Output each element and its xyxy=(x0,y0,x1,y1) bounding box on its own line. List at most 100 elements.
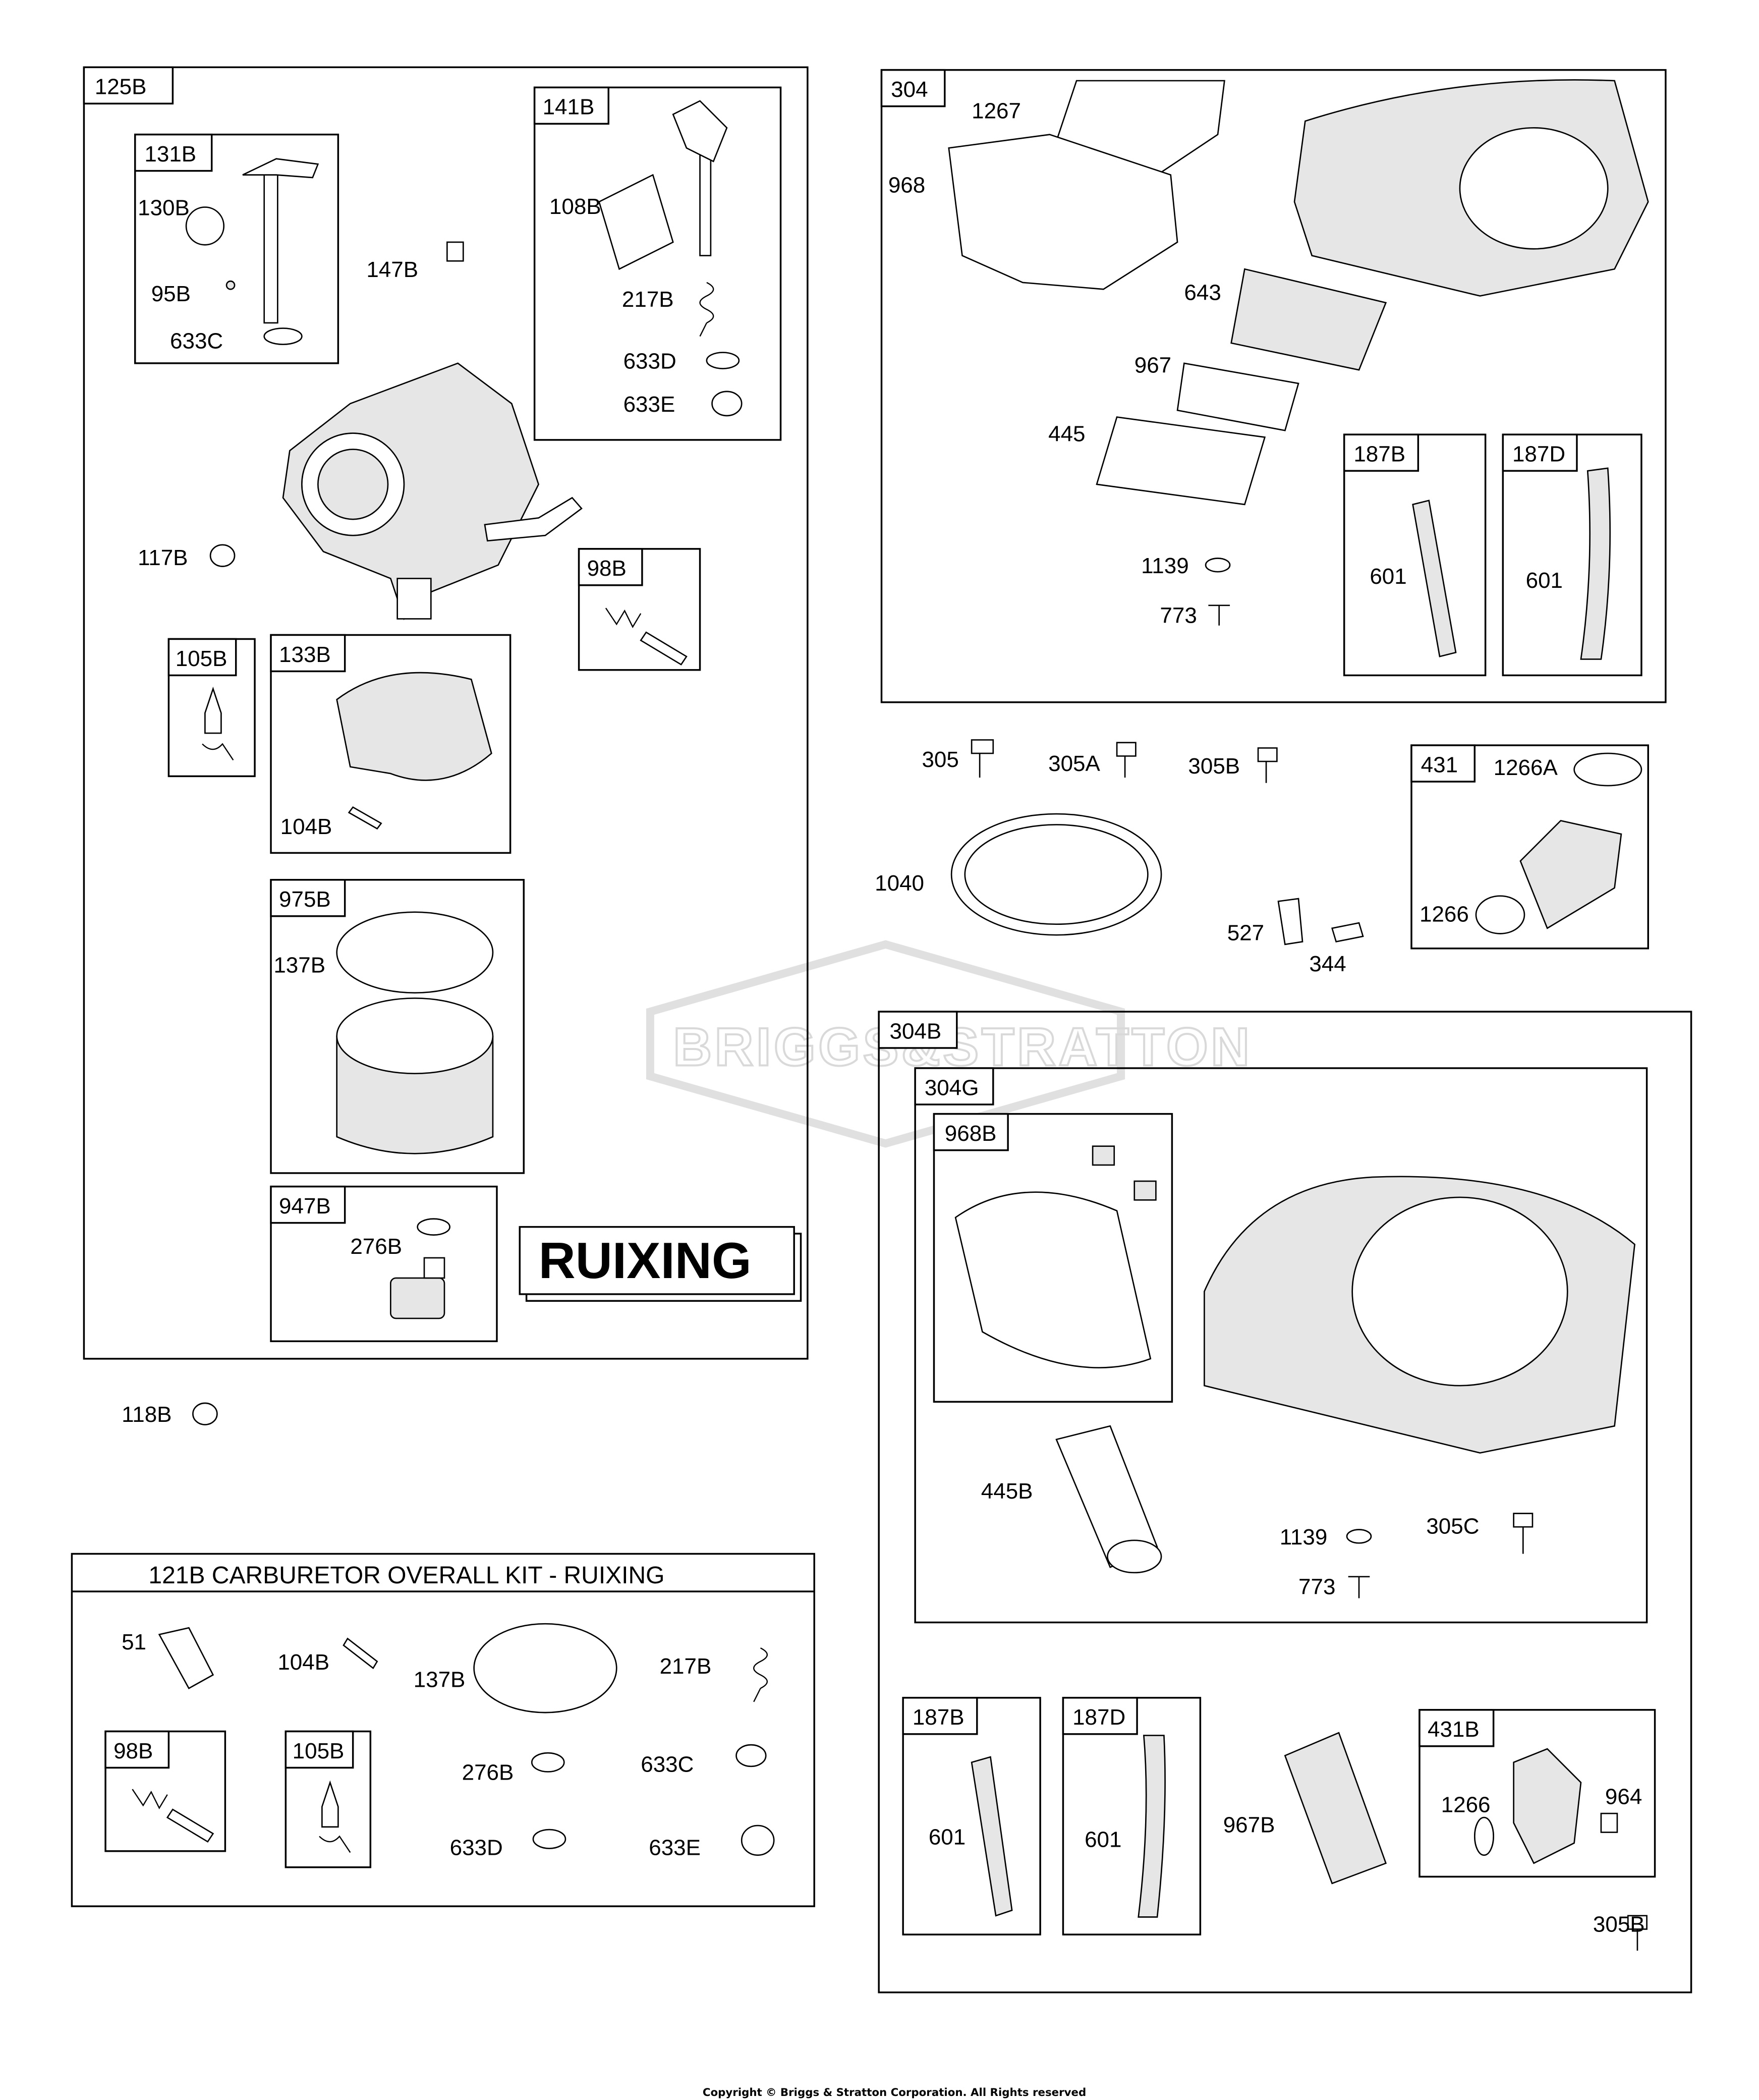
group-131B: 131B 130B 95B 633C xyxy=(134,133,339,364)
group-label: 187D xyxy=(1512,442,1565,467)
screw-part xyxy=(640,631,688,666)
callout-label: 968 xyxy=(888,173,925,197)
callout-label: 1266A xyxy=(1494,755,1558,780)
bushing-part xyxy=(735,1744,767,1767)
screw-part xyxy=(1208,604,1230,626)
callout-label: 445B xyxy=(981,1479,1033,1504)
group-label: 431 xyxy=(1421,752,1458,777)
group-label: 968B xyxy=(945,1121,997,1146)
needle-part xyxy=(204,686,222,734)
callout-label: 633D xyxy=(450,1836,503,1860)
group-304: 304 1267 968 643 967 445 1139 773 xyxy=(880,69,1667,703)
group-label: 187D xyxy=(1072,1705,1125,1730)
group-label: 133B xyxy=(279,642,331,667)
callout-label: 1139 xyxy=(1280,1525,1328,1550)
group-label: 98B xyxy=(114,1739,153,1763)
clip-part xyxy=(1092,1145,1115,1166)
screw-part xyxy=(166,1808,214,1843)
callout-label: 527 xyxy=(1227,921,1264,946)
callout-label: 601 xyxy=(929,1825,966,1849)
plug-part xyxy=(192,1402,218,1425)
callout-label: 773 xyxy=(1160,603,1197,628)
o-ring-part xyxy=(473,1623,617,1714)
group-187D: 187D 601 xyxy=(1502,433,1642,677)
callout-label: 137B xyxy=(273,953,325,978)
o-ring-part xyxy=(1573,752,1642,787)
group-187B: 187B 601 xyxy=(1343,433,1487,677)
callout-label: 51 xyxy=(122,1630,146,1654)
callout-label: 1040 xyxy=(875,871,924,896)
washer-part xyxy=(417,1218,450,1236)
callout-label: 601 xyxy=(1526,568,1563,593)
group-label: 947B xyxy=(279,1194,331,1219)
group-187D-2: 187D 601 xyxy=(1062,1697,1202,1936)
callout-label: 147B xyxy=(366,257,418,282)
clip-part xyxy=(1133,1180,1157,1201)
solenoid-tip xyxy=(423,1257,445,1279)
group-label: 105B xyxy=(293,1739,345,1763)
bolt-part xyxy=(1513,1513,1534,1554)
group-125B: 125B xyxy=(83,66,809,1360)
elbow-part xyxy=(1513,1748,1582,1864)
callout-label: 601 xyxy=(1370,564,1406,589)
callout-label: 117B xyxy=(138,545,188,570)
callout-label: 130B xyxy=(138,196,190,220)
o-ring-part xyxy=(1475,895,1525,934)
group-187B-2: 187B 601 xyxy=(902,1697,1041,1936)
group-label: 125B xyxy=(95,75,147,99)
breather-tube-part xyxy=(1580,467,1611,660)
group-label: 141B xyxy=(543,95,595,120)
callout-label: 964 xyxy=(1605,1784,1642,1809)
blower-housing-opening xyxy=(1459,127,1609,250)
group-105B: 105B xyxy=(167,638,256,778)
washer-part xyxy=(531,1752,565,1773)
bracket-part xyxy=(1277,898,1303,946)
callout-label: 137B xyxy=(414,1667,466,1692)
callout-label: 217B xyxy=(660,1654,712,1679)
group-label: 187B xyxy=(1353,442,1405,467)
cover-part xyxy=(954,1191,1152,1368)
seal-part xyxy=(263,327,303,345)
elbow-part xyxy=(1519,819,1622,929)
carburetor-kit-panel: 121B CARBURETOR OVERALL KIT - RUIXING 51… xyxy=(71,1553,815,1907)
callout-label: 305B xyxy=(1188,754,1240,779)
callout-label: 633C xyxy=(170,329,223,354)
callout-label: 1266 xyxy=(1420,902,1469,926)
callout-label: 643 xyxy=(1184,281,1221,305)
callout-label: 276B xyxy=(350,1234,402,1259)
fitting-part xyxy=(446,241,464,262)
clip-part xyxy=(202,743,234,761)
callout-label: 773 xyxy=(1298,1574,1335,1599)
callout-label: 305 xyxy=(922,747,958,772)
group-141B: 141B 108B 217B 633D 633E xyxy=(533,86,782,441)
callout-label: 967 xyxy=(1134,353,1171,378)
float-part xyxy=(336,672,492,781)
bolt-part xyxy=(1257,747,1278,783)
spring-part xyxy=(699,282,714,337)
group-label: 304 xyxy=(891,77,928,102)
screw-part xyxy=(1348,1576,1370,1598)
callout-label: 305B xyxy=(1593,1912,1645,1937)
group-label: 187B xyxy=(913,1705,964,1730)
blower-housing-opening xyxy=(1351,1196,1568,1387)
kit-title: 121B CARBURETOR OVERALL KIT - RUIXING xyxy=(148,1562,664,1589)
callout-label: 104B xyxy=(277,1650,329,1675)
callout-label: 1139 xyxy=(1141,554,1189,578)
bolt-part xyxy=(1627,1915,1648,1951)
group-label: 304G xyxy=(925,1075,979,1100)
callout-label: 633E xyxy=(649,1836,701,1860)
filter-element-part xyxy=(1096,416,1266,506)
group-label: 105B xyxy=(176,646,228,671)
spring-part xyxy=(132,1789,168,1809)
group-304G: 304G 445B 1139 305C 773 xyxy=(914,1067,1648,1624)
throttle-lever-part xyxy=(672,100,728,162)
bolt-part xyxy=(1116,742,1137,778)
clip-part xyxy=(319,1835,351,1853)
callout-label: 1266 xyxy=(1441,1792,1491,1817)
gasket-part xyxy=(158,1627,214,1689)
callout-label: 276B xyxy=(462,1760,514,1785)
group-947B: 947B 276B xyxy=(270,1185,498,1342)
copyright-text: Copyright © Briggs & Stratton Corporatio… xyxy=(703,2086,1086,2099)
